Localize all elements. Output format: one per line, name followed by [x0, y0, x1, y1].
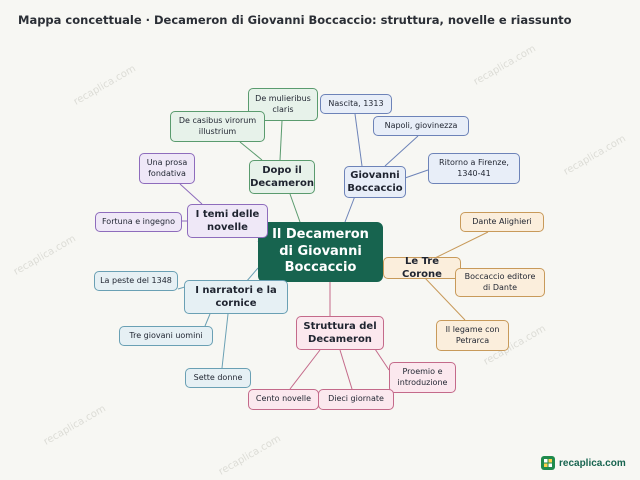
leaf-ritorno-a-firenze: Ritorno a Firenze, 1340-41	[428, 153, 520, 184]
leaf-de-casibus: De casibus virorum illustrium	[170, 111, 265, 142]
leaf-nascita: Nascita, 1313	[320, 94, 392, 114]
central-topic: Il Decameron di Giovanni Boccaccio	[258, 222, 383, 282]
brand-name: recaplica.com	[559, 457, 626, 469]
leaf-sette-donne: Sette donne	[185, 368, 251, 388]
topic-narratori-cornice: I narratori e la cornice	[184, 280, 288, 314]
topic-dopo-il-decameron: Dopo il Decameron	[249, 160, 315, 194]
leaf-cento-novelle: Cento novelle	[248, 389, 319, 410]
leaf-fortuna-ingegno: Fortuna e ingegno	[95, 212, 182, 232]
leaf-tre-giovani-uomini: Tre giovani uomini	[119, 326, 213, 346]
leaf-legame-petrarca: Il legame con Petrarca	[436, 320, 509, 351]
leaf-dante-alighieri: Dante Alighieri	[460, 212, 544, 232]
leaf-dieci-giornate: Dieci giornate	[318, 389, 394, 410]
leaf-prosa-fondativa: Una prosa fondativa	[139, 153, 195, 184]
topic-struttura: Struttura del Decameron	[296, 316, 384, 350]
leaf-peste-1348: La peste del 1348	[94, 271, 178, 291]
topic-temi-novelle: I temi delle novelle	[187, 204, 268, 238]
leaf-napoli-giovinezza: Napoli, giovinezza	[373, 116, 469, 136]
page-title: Mappa concettuale · Decameron di Giovann…	[18, 13, 572, 27]
logo-icon	[541, 456, 555, 470]
topic-le-tre-corone: Le Tre Corone	[383, 256, 461, 280]
brand-logo: recaplica.com	[541, 456, 626, 470]
leaf-boccaccio-editore: Boccaccio editore di Dante	[455, 268, 545, 297]
leaf-proemio: Proemio e introduzione	[389, 362, 456, 393]
topic-giovanni-boccaccio: Giovanni Boccaccio	[344, 166, 406, 198]
